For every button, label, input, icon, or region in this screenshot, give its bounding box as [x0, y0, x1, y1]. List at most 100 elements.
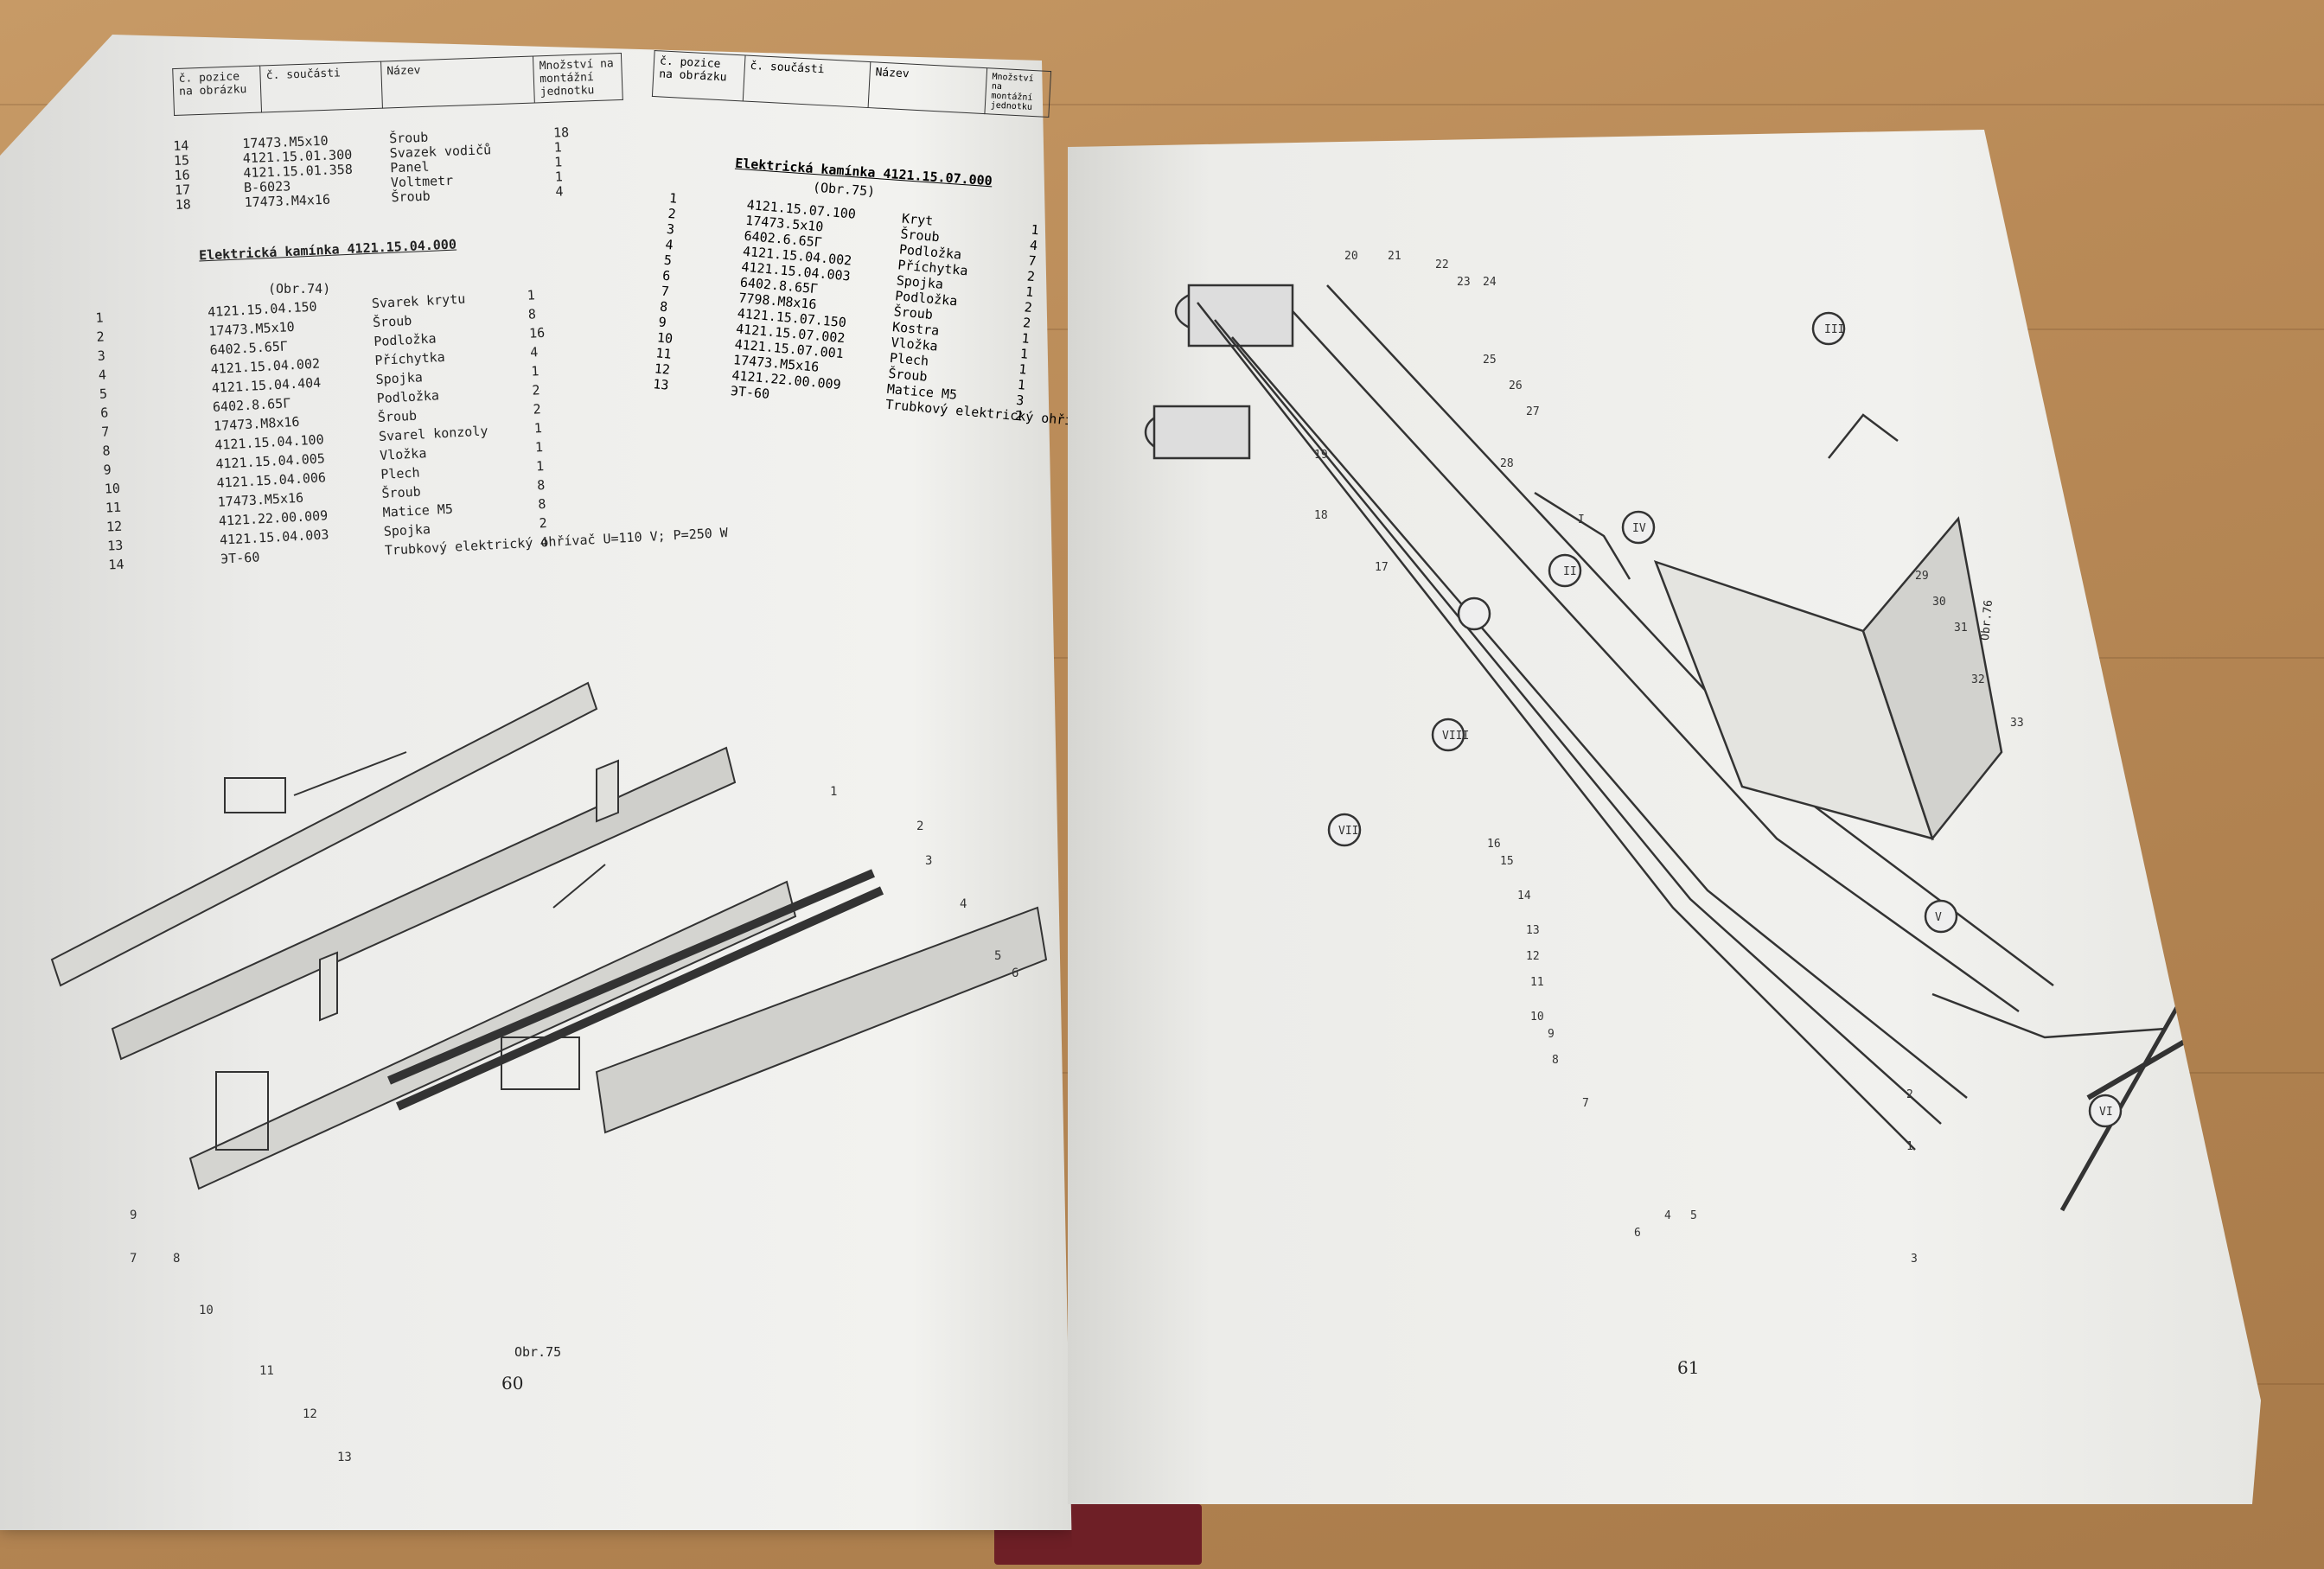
cell-part: 17473.M5x10	[208, 318, 296, 340]
cell-qty: 1	[534, 439, 544, 456]
cell-name: Šroub	[377, 407, 418, 426]
callout-label: 24	[1483, 276, 1497, 289]
cell-name: Trubkový elektrický ohřívač U=110 V; P=2…	[384, 525, 729, 558]
cell-qty: 1	[553, 139, 562, 156]
cell-pos: 18	[175, 196, 192, 213]
cell-part: 4121.15.04.100	[214, 431, 325, 453]
right-page-number: 61	[1677, 1357, 1700, 1378]
left-section-title: Elektrická kamínka 4121.15.04.000	[198, 236, 457, 264]
cell-pos: 8	[659, 298, 669, 316]
callout-label: 21	[1388, 250, 1401, 263]
callout-label: 5	[994, 949, 1001, 963]
cell-qty: 1	[535, 458, 545, 475]
callout-label: 2	[1906, 1088, 1913, 1101]
callout-label: 5	[1690, 1209, 1697, 1222]
callout-label: VII	[1338, 825, 1358, 838]
callout-label: 4	[1664, 1209, 1671, 1222]
cell-pos: 12	[105, 518, 123, 535]
callout-label: 8	[1552, 1054, 1559, 1067]
pipe-main-2	[1214, 319, 1942, 1125]
header-pos: č. pozice na obrázku	[652, 50, 745, 101]
bracket	[596, 759, 619, 823]
callout-label: 17	[1375, 561, 1389, 574]
right-page: 1 2 3 4 5 6 7 8 9 10 11 12 13 14 15 16 1…	[1068, 130, 2261, 1504]
pipe-right-2	[2059, 949, 2212, 1212]
cell-qty: 1	[533, 420, 543, 437]
cell-part: ЭТ-60	[730, 383, 770, 402]
cell-qty: 2	[1022, 315, 1031, 331]
cell-part: ЭТ-60	[220, 549, 260, 567]
heater-cover-panel	[50, 681, 598, 987]
cell-part: 4121.15.04.006	[216, 469, 327, 491]
callout-label: 3	[1911, 1253, 1918, 1266]
bracket-2	[319, 951, 338, 1022]
callout-label: 6	[1634, 1227, 1641, 1240]
callout-label: 7	[130, 1252, 137, 1266]
callout-label: 9	[130, 1209, 137, 1222]
callout-label: VI	[2099, 1106, 2113, 1119]
nut-detail-box	[215, 1071, 269, 1151]
cell-pos: 15	[173, 152, 190, 169]
callout-label: 11	[1530, 976, 1544, 989]
cell-pos: 10	[656, 329, 674, 347]
cell-name: Spojka	[383, 521, 431, 539]
wood-grain	[0, 104, 2324, 105]
cell-part: 17473.M8x16	[213, 413, 300, 434]
figure-75-drawing: 1 2 3 4 5 6 7 8 9 10 11 12 13	[50, 681, 1048, 1464]
cell-qty: 1	[553, 154, 563, 170]
callout-label: 19	[1314, 449, 1328, 462]
cell-qty: 1	[1018, 360, 1028, 378]
cell-name: Svarek krytu	[371, 290, 466, 312]
cell-name: Šroub	[391, 188, 431, 206]
cell-qty: 4	[540, 533, 549, 551]
label-circle	[1548, 553, 1582, 588]
cell-pos: 4	[98, 367, 107, 383]
cell-qty: 4	[1029, 237, 1038, 254]
callout-label: V	[1935, 911, 1942, 924]
heater-front-cover	[595, 906, 1048, 1134]
callout-label: 10	[199, 1304, 214, 1317]
callout-label: 14	[1517, 890, 1531, 902]
cell-pos: 1	[668, 190, 678, 207]
cell-part: 4121.15.04.150	[207, 298, 318, 321]
cell-qty: 7	[1027, 252, 1038, 270]
cell-pos: 10	[104, 480, 121, 497]
header-qty: Množství na montážní jednotku	[984, 67, 1051, 118]
cell-qty: 8	[536, 477, 546, 494]
callout-label: 12	[1526, 950, 1540, 963]
cell-name: Spojka	[375, 369, 424, 388]
cell-name: Podložka	[373, 330, 437, 350]
cell-name: Podložka	[376, 387, 440, 407]
callout-label: 32	[1971, 673, 1985, 686]
left-table-header: č. pozice na obrázku č. součásti Název M…	[172, 53, 623, 116]
callout-label: 6	[1012, 966, 1018, 980]
cell-qty: 4	[555, 183, 564, 200]
callout-label: II	[1563, 565, 1577, 578]
cell-qty: 1	[1017, 376, 1026, 393]
callout-label: 28	[1500, 457, 1514, 470]
callout-label: 3	[925, 854, 932, 868]
cell-qty: 3	[1015, 392, 1025, 409]
label-circle	[1621, 510, 1656, 545]
callout-label: 26	[1509, 379, 1523, 392]
left-section-obr: (Obr.74)	[268, 281, 331, 297]
cell-name: Šroub	[372, 312, 412, 331]
cell-qty: 2	[1014, 407, 1024, 424]
cell-pos: 12	[654, 360, 671, 378]
callout-label: 2	[916, 820, 923, 833]
header-name: Název	[380, 56, 535, 109]
figure-76-drawing: 1 2 3 4 5 6 7 8 9 10 11 12 13 14 15 16 1…	[1144, 250, 2212, 1266]
cell-qty: 1	[1025, 284, 1035, 301]
cell-name: Plech	[380, 464, 420, 482]
callout-label: 23	[1457, 276, 1471, 289]
heater-bottom-box	[1152, 405, 1251, 460]
cell-pos: 14	[107, 556, 124, 573]
cell-name: Svarel konzoly	[378, 423, 488, 444]
callout-label: VIII	[1442, 730, 1469, 743]
label-circle	[1327, 813, 1362, 847]
label-circle	[1811, 311, 1846, 346]
cell-pos: 2	[96, 328, 105, 345]
cell-pos: 17	[174, 182, 191, 198]
callout-label: 27	[1526, 405, 1540, 418]
callout-label: 25	[1483, 354, 1497, 367]
